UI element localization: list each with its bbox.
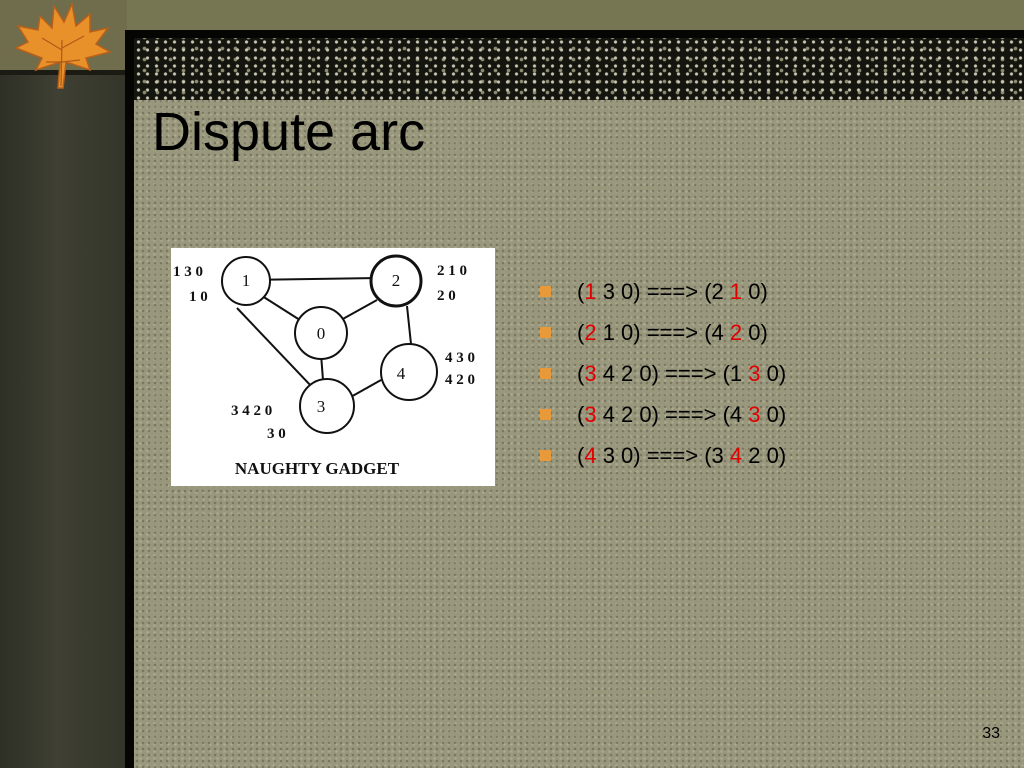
highlight-number: 3	[748, 361, 761, 386]
path-label-3b: 3 0	[267, 426, 286, 442]
top-band	[0, 0, 1024, 30]
path-label-4a: 4 3 0	[445, 350, 475, 366]
node-label-2: 2	[392, 271, 401, 290]
bullet-square-icon	[540, 327, 551, 338]
node-3	[299, 378, 355, 434]
bullet-item: (2 1 0) ===> (4 2 0)	[537, 312, 786, 353]
path-label-3a: 3 4 2 0	[231, 403, 272, 419]
page-number: 33	[982, 725, 1000, 742]
edge-1-3	[236, 307, 314, 389]
node-label-4: 4	[397, 364, 406, 383]
highlight-number: 3	[584, 361, 597, 386]
bullet-square-icon	[540, 286, 551, 297]
edge-3-4	[348, 379, 382, 399]
node-label-1: 1	[242, 271, 251, 290]
highlight-number: 2	[584, 320, 597, 345]
bullet-square-icon	[540, 450, 551, 461]
node-label-3: 3	[317, 397, 326, 416]
highlight-number: 4	[584, 443, 597, 468]
maple-leaf-icon	[14, 1, 112, 89]
bullet-square-icon	[540, 368, 551, 379]
highlight-number: 2	[729, 320, 743, 345]
highlight-number: 1	[584, 279, 597, 304]
bullet-item: (4 3 0) ===> (3 4 2 0)	[537, 435, 786, 476]
figure-caption: NAUGHTY GADGET	[235, 459, 400, 478]
path-label-2b: 2 0	[437, 288, 456, 304]
slide: Dispute arc 1 2 0	[134, 38, 1024, 768]
highlight-number: 1	[729, 279, 743, 304]
bullet-square-icon	[540, 409, 551, 420]
bullet-item: (3 4 2 0) ===> (4 3 0)	[537, 394, 786, 435]
naughty-gadget-figure: 1 2 0 4 3 1 3 0 1 0 2 1 0 2 0 4 3 0 4 2 …	[171, 248, 495, 486]
highlight-number: 4	[729, 443, 743, 468]
node-0	[294, 306, 348, 360]
highlight-number: 3	[584, 402, 597, 427]
bullet-item: (1 3 0) ===> (2 1 0)	[537, 271, 786, 312]
node-2	[369, 254, 423, 308]
edge-1-0	[258, 293, 304, 323]
node-4	[380, 343, 438, 401]
highlight-number: 3	[748, 402, 761, 427]
node-label-0: 0	[317, 324, 326, 343]
bullet-item: (3 4 2 0) ===> (1 3 0)	[537, 353, 786, 394]
slide-title: Dispute arc	[152, 102, 426, 162]
path-label-1a: 1 3 0	[173, 264, 203, 280]
path-label-4b: 4 2 0	[445, 372, 475, 388]
decorative-pattern-band	[134, 38, 1024, 100]
node-1	[221, 256, 271, 306]
left-side-panel	[0, 0, 127, 768]
edge-2-4	[406, 305, 412, 345]
path-label-1b: 1 0	[189, 289, 208, 305]
bullet-list: (1 3 0) ===> (2 1 0) (2 1 0) ===> (4 2 0…	[537, 271, 786, 476]
path-label-2a: 2 1 0	[437, 263, 467, 279]
edge-0-2	[340, 299, 378, 321]
graph-diagram: 1 2 0 4 3 1 3 0 1 0 2 1 0 2 0 4 3 0 4 2 …	[173, 254, 475, 478]
